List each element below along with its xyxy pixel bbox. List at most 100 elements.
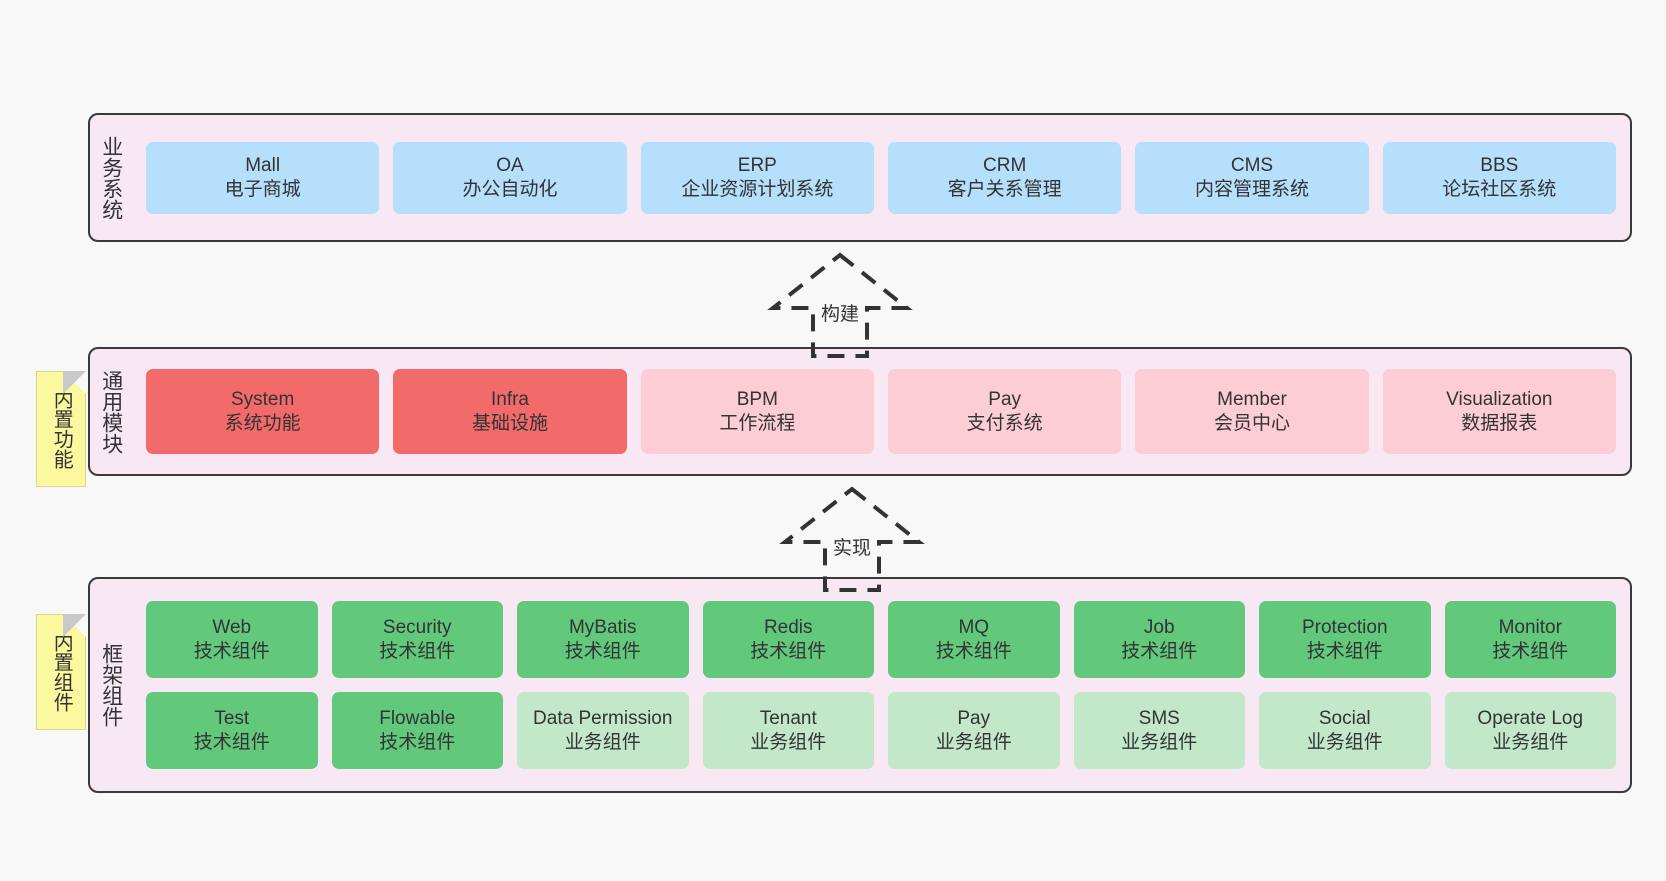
card-title: BPM xyxy=(736,389,778,411)
card-pay-component[interactable]: Pay 业务组件 xyxy=(888,692,1060,769)
card-subtitle: 技术组件 xyxy=(564,640,641,662)
card-title: Pay xyxy=(988,389,1022,411)
note-label: 内置组件 xyxy=(50,632,73,712)
card-title: ERP xyxy=(737,155,777,177)
card-title: CRM xyxy=(983,155,1027,177)
arrow-label-implement: 实现 xyxy=(832,538,872,559)
card-row: Web 技术组件 Security 技术组件 MyBatis 技术组件 Redi… xyxy=(146,601,1616,678)
card-subtitle: 技术组件 xyxy=(193,640,270,662)
arrow-build: 构建 xyxy=(760,252,920,358)
layer-body-business: Mall 电子商城 OA 办公自动化 ERP 企业资源计划系统 CRM 客户关系… xyxy=(132,115,1630,240)
card-crm[interactable]: CRM 客户关系管理 xyxy=(887,141,1122,214)
card-data-permission[interactable]: Data Permission 业务组件 xyxy=(517,692,689,769)
card-title: Protection xyxy=(1301,617,1388,639)
layer-title-common: 通用模块 xyxy=(99,369,123,454)
layer-framework-components: 框架组件 Web 技术组件 Security 技术组件 MyBatis 技术组件… xyxy=(88,577,1632,793)
card-subtitle: 系统功能 xyxy=(224,412,301,434)
card-subtitle: 技术组件 xyxy=(1121,640,1198,662)
card-subtitle: 业务组件 xyxy=(1121,731,1198,753)
card-subtitle: 企业资源计划系统 xyxy=(681,178,834,200)
card-flowable[interactable]: Flowable 技术组件 xyxy=(331,692,503,769)
dashed-generalization-arrow-icon xyxy=(767,252,913,358)
card-row: System 系统功能 Infra 基础设施 BPM 工作流程 Pay 支付系统… xyxy=(146,369,1616,454)
card-pay-module[interactable]: Pay 支付系统 xyxy=(887,369,1122,454)
card-subtitle: 业务组件 xyxy=(750,731,827,753)
card-title: Monitor xyxy=(1498,617,1562,639)
card-title: Visualization xyxy=(1446,389,1553,411)
card-subtitle: 技术组件 xyxy=(750,640,827,662)
card-row: Test 技术组件 Flowable 技术组件 Data Permission … xyxy=(146,692,1616,769)
card-subtitle: 业务组件 xyxy=(1306,731,1383,753)
card-operate-log[interactable]: Operate Log 业务组件 xyxy=(1444,692,1616,769)
card-erp[interactable]: ERP 企业资源计划系统 xyxy=(640,141,874,214)
card-title: OA xyxy=(496,155,524,177)
card-title: Tenant xyxy=(759,708,817,730)
card-cms[interactable]: CMS 内容管理系统 xyxy=(1135,141,1369,214)
card-title: Member xyxy=(1217,389,1287,411)
card-subtitle: 论坛社区系统 xyxy=(1442,178,1557,200)
card-title: Mall xyxy=(245,155,281,177)
layer-body-framework: Web 技术组件 Security 技术组件 MyBatis 技术组件 Redi… xyxy=(132,579,1630,791)
card-subtitle: 业务组件 xyxy=(564,731,641,753)
card-subtitle: 基础设施 xyxy=(471,412,548,434)
card-mybatis[interactable]: MyBatis 技术组件 xyxy=(517,601,689,678)
card-subtitle: 业务组件 xyxy=(1492,731,1569,753)
card-title: MQ xyxy=(958,617,990,639)
note-builtin-features: 内置功能 xyxy=(36,371,86,487)
card-title: Data Permission xyxy=(533,708,673,730)
card-system[interactable]: System 系统功能 xyxy=(146,369,380,454)
layer-common-modules: 通用模块 System 系统功能 Infra 基础设施 BPM 工作流程 Pay… xyxy=(88,347,1632,476)
layer-title-framework: 框架组件 xyxy=(99,643,123,727)
card-visualization[interactable]: Visualization 数据报表 xyxy=(1382,369,1616,454)
dashed-generalization-arrow-icon xyxy=(779,486,925,592)
card-bpm[interactable]: BPM 工作流程 xyxy=(640,369,874,454)
card-mall[interactable]: Mall 电子商城 xyxy=(146,141,380,214)
card-subtitle: 技术组件 xyxy=(379,731,456,753)
card-title: Social xyxy=(1318,708,1371,730)
card-redis[interactable]: Redis 技术组件 xyxy=(702,601,874,678)
card-title: Security xyxy=(382,617,452,639)
note-builtin-components: 内置组件 xyxy=(36,614,86,730)
card-title: CMS xyxy=(1230,155,1274,177)
card-title: Test xyxy=(214,708,250,730)
layer-business-systems: 业务系统 Mall 电子商城 OA 办公自动化 ERP 企业资源计划系统 CRM… xyxy=(88,113,1632,242)
card-title: Infra xyxy=(490,389,529,411)
card-title: Job xyxy=(1143,617,1175,639)
card-subtitle: 技术组件 xyxy=(935,640,1012,662)
layer-body-common: System 系统功能 Infra 基础设施 BPM 工作流程 Pay 支付系统… xyxy=(132,349,1630,474)
card-row: Mall 电子商城 OA 办公自动化 ERP 企业资源计划系统 CRM 客户关系… xyxy=(146,141,1616,214)
card-test[interactable]: Test 技术组件 xyxy=(146,692,318,769)
card-subtitle: 技术组件 xyxy=(1492,640,1569,662)
card-title: MyBatis xyxy=(568,617,637,639)
card-title: System xyxy=(230,389,295,411)
card-web[interactable]: Web 技术组件 xyxy=(146,601,318,678)
card-title: Pay xyxy=(957,708,991,730)
card-security[interactable]: Security 技术组件 xyxy=(331,601,503,678)
card-title: Operate Log xyxy=(1477,708,1584,730)
card-infra[interactable]: Infra 基础设施 xyxy=(393,369,627,454)
arrow-implement: 实现 xyxy=(772,486,932,592)
card-title: SMS xyxy=(1138,708,1180,730)
card-social[interactable]: Social 业务组件 xyxy=(1259,692,1431,769)
card-tenant[interactable]: Tenant 业务组件 xyxy=(702,692,874,769)
card-mq[interactable]: MQ 技术组件 xyxy=(888,601,1060,678)
card-subtitle: 技术组件 xyxy=(1306,640,1383,662)
card-subtitle: 客户关系管理 xyxy=(947,178,1062,200)
card-sms[interactable]: SMS 业务组件 xyxy=(1073,692,1245,769)
card-oa[interactable]: OA 办公自动化 xyxy=(393,141,627,214)
arrow-label-build: 构建 xyxy=(820,304,860,325)
card-subtitle: 电子商城 xyxy=(224,178,301,200)
card-bbs[interactable]: BBS 论坛社区系统 xyxy=(1382,141,1616,214)
card-subtitle: 技术组件 xyxy=(193,731,270,753)
card-member[interactable]: Member 会员中心 xyxy=(1135,369,1369,454)
layer-title-business: 业务系统 xyxy=(99,135,123,220)
card-subtitle: 支付系统 xyxy=(966,412,1043,434)
card-subtitle: 工作流程 xyxy=(719,412,796,434)
card-subtitle: 业务组件 xyxy=(935,731,1012,753)
card-job[interactable]: Job 技术组件 xyxy=(1073,601,1245,678)
card-monitor[interactable]: Monitor 技术组件 xyxy=(1444,601,1616,678)
card-subtitle: 内容管理系统 xyxy=(1194,178,1309,200)
card-protection[interactable]: Protection 技术组件 xyxy=(1259,601,1431,678)
card-title: Flowable xyxy=(379,708,456,730)
